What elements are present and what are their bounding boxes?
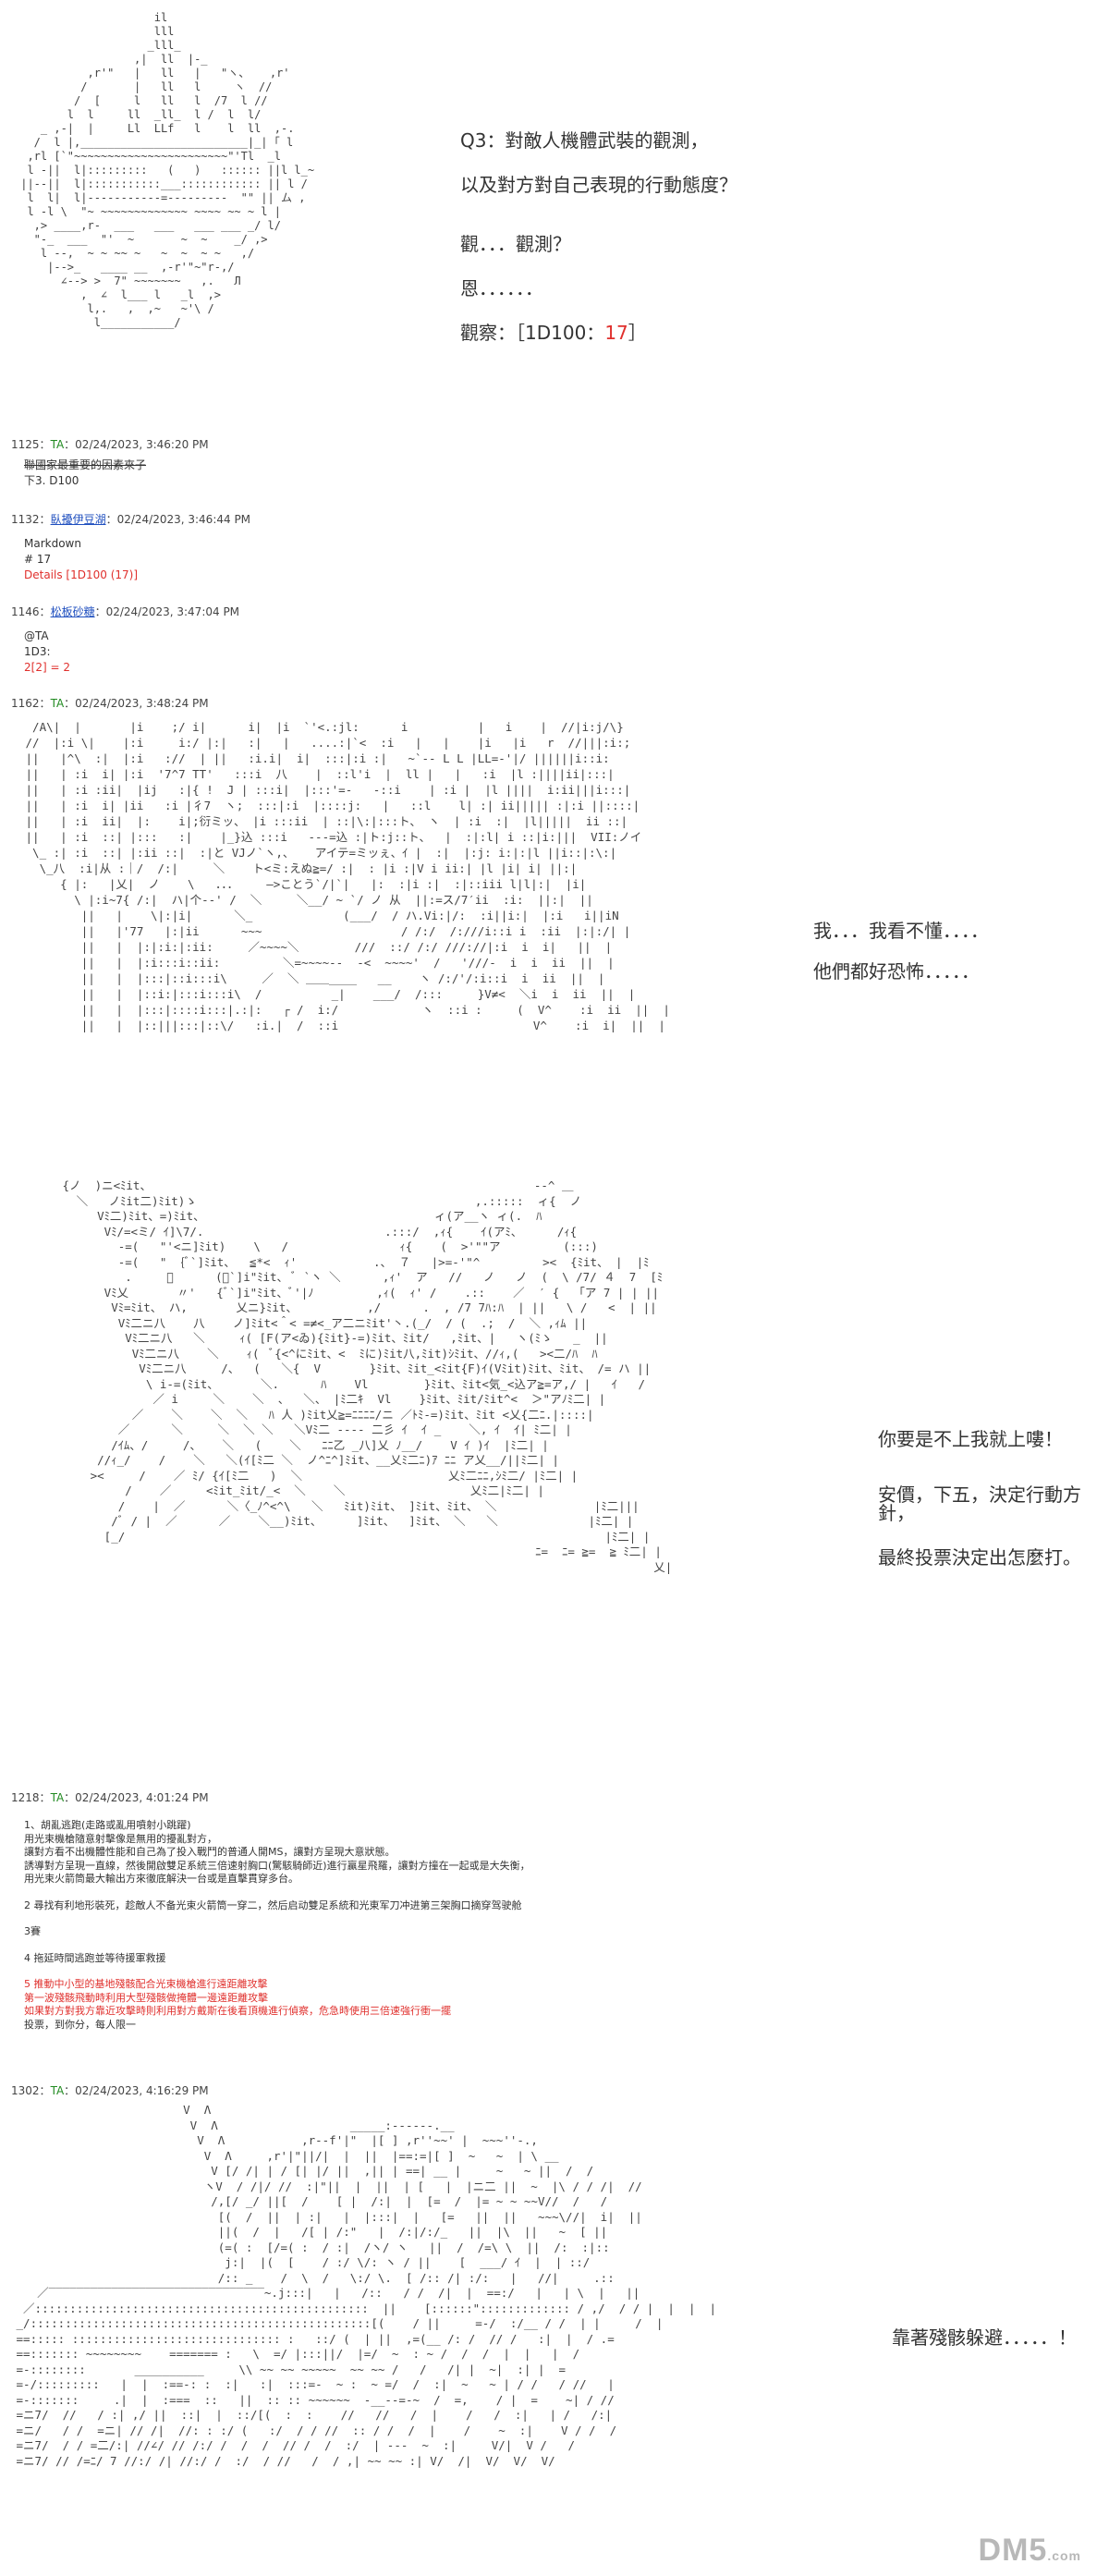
roll-prefix: 觀察：［1D100： bbox=[460, 322, 605, 344]
post-body-1132: Markdown # 17 Details [1D100 (17)] bbox=[24, 536, 138, 583]
narration-line: Q3：對敵人機體武裝的觀測， bbox=[460, 129, 709, 152]
post-sep: ： bbox=[39, 605, 51, 618]
option-line: 5 推動中小型的基地殘骸配合光束機槍進行遠距離攻擊 bbox=[24, 1978, 268, 1990]
option-line: 投票，到你分，每人限一 bbox=[24, 2018, 136, 2031]
dice-result: 2[2] = 2 bbox=[24, 661, 70, 674]
post-text: 1D3: bbox=[24, 645, 51, 658]
post-header-1218: 1218：TA：02/24/2023, 4:01:24 PM bbox=[11, 1789, 209, 1805]
post-header-1125: 1125：TA：02/24/2023, 3:46:20 PM bbox=[11, 436, 209, 452]
post-body-1125: 聯國家最重要的因素來子 下3. D100 bbox=[24, 458, 146, 489]
narration-line: 我．．．我看不懂．．．． bbox=[813, 920, 989, 942]
narration-line: 靠著殘骸躲避．．．．．！ bbox=[892, 2326, 1077, 2349]
post-header-1162: 1162：TA：02/24/2023, 3:48:24 PM bbox=[11, 695, 209, 711]
panel-1: il lll _lll_ ,| ll |-_ ,r'" | ll | "ヽ、 ,… bbox=[0, 0, 1109, 421]
poster-name[interactable]: TA bbox=[50, 1791, 65, 1804]
dice-roll-result: 觀察：［1D100：17］ bbox=[460, 324, 737, 342]
narration-block-3: 你要是不上我就上嘍！ 安價，下五，決定行動方針， 最終投票決定出怎麼打。 bbox=[878, 1430, 1109, 1567]
narration-line: 他們都好恐怖．．．．． bbox=[813, 960, 980, 983]
post-text: 下3. D100 bbox=[24, 474, 79, 487]
post-header-1132: 1132：臥擾伊豆湖：02/24/2023, 3:46:44 PM bbox=[11, 511, 250, 527]
post-number: 1125 bbox=[11, 438, 40, 451]
post-number: 1146 bbox=[11, 605, 40, 618]
post-text: Markdown bbox=[24, 537, 81, 550]
option-line: 第一波殘骸飛動時利用大型殘骸做掩體一邊遠距離攻擊 bbox=[24, 1991, 268, 2004]
narration-line: 你要是不上我就上嘍！ bbox=[878, 1428, 1063, 1450]
narration-line: 觀．．．觀測？ bbox=[460, 233, 571, 255]
post-text: @TA bbox=[24, 629, 49, 642]
option-line: 2 尋找有利地形裝死，趁敵人不备光束火箭筒一穿二，然后启动雙足系統和光東军刀冲进… bbox=[24, 1898, 522, 1911]
option-line: 4 拖延時間逃跑並等待援軍救援 bbox=[24, 1951, 166, 1964]
option-line: 3賽 bbox=[24, 1925, 41, 1937]
ascii-art-charging-character: {ノ )ニ<ﾐit、 ‐‐^ ＿ ＼ ノﾐit二)ﾐit)ゝ ,.::::: ィ… bbox=[62, 1178, 673, 1574]
post-sep: ： bbox=[39, 1791, 51, 1804]
post-date: ：02/24/2023, 3:47:04 PM bbox=[94, 605, 240, 618]
narration-line: 安價，下五，決定行動方針， bbox=[878, 1483, 1081, 1524]
post-date: ：02/24/2023, 4:16:29 PM bbox=[64, 2084, 209, 2097]
plan-options: 1、胡亂逃跑(走路或亂用噴射小跳躍) 用光束機槍隨意射擊像是無用的擾亂對方， 讓… bbox=[24, 1819, 530, 2032]
post-date: ：02/24/2023, 3:46:44 PM bbox=[105, 513, 251, 526]
post-text: 聯國家最重要的因素來子 bbox=[24, 458, 147, 471]
site-watermark: DM5.com bbox=[979, 2533, 1081, 2569]
poster-name[interactable]: TA bbox=[50, 2084, 65, 2097]
narration-line: 最終投票決定出怎麼打。 bbox=[878, 1546, 1081, 1569]
post-header-1146: 1146：松板砂糖：02/24/2023, 3:47:04 PM bbox=[11, 604, 239, 619]
roll-value: 17 bbox=[604, 322, 628, 344]
post-number: 1218 bbox=[11, 1791, 40, 1804]
post-body-1146: @TA 1D3: 2[2] = 2 bbox=[24, 629, 70, 676]
details-link[interactable]: Details [1D100 (17)] bbox=[24, 568, 139, 581]
post-sep: ： bbox=[39, 697, 51, 710]
post-date: ：02/24/2023, 3:46:20 PM bbox=[64, 438, 209, 451]
watermark-suffix: .com bbox=[1047, 2548, 1081, 2563]
poster-name[interactable]: 松板砂糖 bbox=[50, 605, 95, 618]
poster-name[interactable]: 臥擾伊豆湖 bbox=[50, 513, 106, 526]
post-sep: ： bbox=[39, 438, 51, 451]
post-sep: ： bbox=[39, 2084, 51, 2097]
post-text: # 17 bbox=[24, 553, 52, 566]
option-line: 誘導對方呈現一直線，然後開啟雙足系統三倍速射胸口(驚駭騎師近)進行贏星飛羅，讓對… bbox=[24, 1859, 530, 1872]
poster-name[interactable]: TA bbox=[50, 438, 65, 451]
option-line: 用光束機槍隨意射擊像是無用的擾亂對方， bbox=[24, 1832, 217, 1845]
poster-name[interactable]: TA bbox=[50, 697, 65, 710]
post-date: ：02/24/2023, 3:48:24 PM bbox=[64, 697, 209, 710]
post-number: 1162 bbox=[11, 697, 40, 710]
post-sep: ： bbox=[39, 513, 51, 526]
option-line: 用光束火箭筒最大輸出方來徹底解決一台或是直擊貫穿多台。 bbox=[24, 1873, 299, 1885]
ascii-art-wreckage-scene: V Λ V Λ _____:------.__ V Λ ,r--f'|" |[ … bbox=[16, 2103, 717, 2468]
post-date: ：02/24/2023, 4:01:24 PM bbox=[64, 1791, 209, 1804]
ascii-art-frightened-girl: /A\| | |i ;/ i| i| |i `'<.:jl: i | i | /… bbox=[25, 720, 670, 1032]
option-line: 如果對方對我方靠近攻擊時則利用對方戴斯在後看頂機進行偵察，危急時使用三倍速強行衝… bbox=[24, 2005, 451, 2017]
watermark-brand: DM5 bbox=[978, 2533, 1048, 2568]
roll-suffix: ］ bbox=[628, 322, 647, 344]
option-line: 1、胡亂逃跑(走路或亂用噴射小跳躍) bbox=[24, 1819, 191, 1831]
narration-block-2: 我．．．我看不懂．．．． 他們都好恐怖．．．．． bbox=[813, 922, 989, 981]
narration-block-4: 靠著殘骸躲避．．．．．！ bbox=[892, 2328, 1077, 2347]
option-line: 讓對方看不出機體性能和自己為了投入戰鬥的普通人開MS，讓對方呈現大意狀態。 bbox=[24, 1846, 396, 1858]
ascii-art-mech-head: il lll _lll_ ,| ll |-_ ,r'" | ll | "ヽ、 ,… bbox=[20, 11, 315, 329]
narration-line: 以及對方對自己表現的行動態度？ bbox=[460, 174, 737, 196]
post-number: 1132 bbox=[11, 513, 40, 526]
post-number: 1302 bbox=[11, 2084, 40, 2097]
narration-line: 恩．．．．．． bbox=[460, 277, 543, 299]
post-header-1302: 1302：TA：02/24/2023, 4:16:29 PM bbox=[11, 2082, 209, 2098]
narration-block-1: Q3：對敵人機體武裝的觀測， 以及對方對自己表現的行動態度？ 觀．．．觀測？ 恩… bbox=[460, 131, 737, 342]
